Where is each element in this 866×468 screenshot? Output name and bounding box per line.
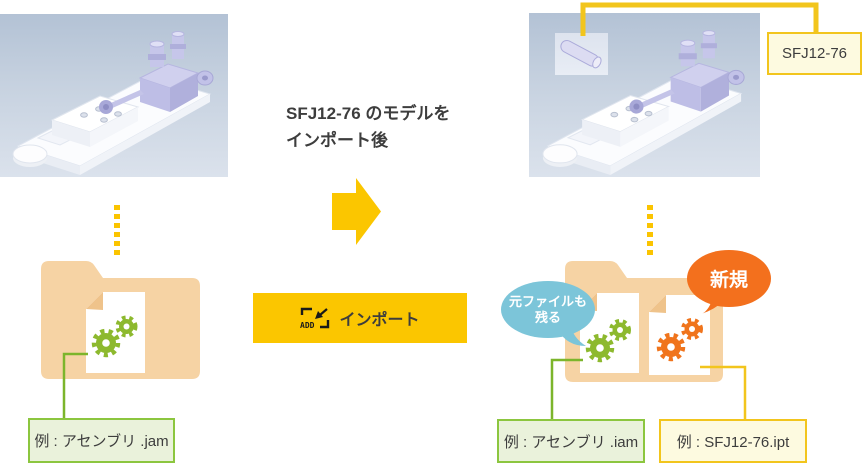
transform-arrow-icon <box>332 178 381 245</box>
caption-line1: SFJ12-76 のモデルを <box>286 104 451 123</box>
new-file-bubble: 新規 <box>687 250 771 307</box>
caption-line2: インポート後 <box>286 131 388 150</box>
ipt-file-label: 例 : SFJ12-76.ipt <box>659 419 807 463</box>
iam-label-connector <box>550 358 583 420</box>
gear-icon-new <box>656 318 703 362</box>
iam-file-label: 例 : アセンブリ .iam <box>497 419 645 463</box>
keep-bubble-line2: 残る <box>534 309 561 325</box>
cad-model-illustration <box>542 30 745 175</box>
keep-bubble-line1: 元ファイルも <box>508 293 587 309</box>
jam-file-label: 例 : アセンブリ .jam <box>28 418 175 463</box>
dotted-connector-before <box>114 205 120 258</box>
folder-before-icon <box>41 261 200 420</box>
cad-image-before <box>0 14 228 177</box>
dotted-connector-after <box>647 205 653 258</box>
part-callout-label: SFJ12-76 <box>767 32 862 75</box>
cad-model-illustration <box>12 31 214 175</box>
document-jam-icon <box>86 292 145 373</box>
new-bubble-label: 新規 <box>709 270 748 291</box>
import-icon-text: ADD <box>300 321 315 329</box>
caption: SFJ12-76 のモデルを インポート後 <box>286 100 450 154</box>
cylinder-part-icon <box>560 39 602 69</box>
gear-icon <box>91 315 138 358</box>
keep-original-bubble: 元ファイルも 残る <box>501 281 595 338</box>
import-add-icon: ADD <box>300 307 330 329</box>
document-fold <box>86 292 103 310</box>
jam-label-connector <box>62 352 88 420</box>
gear-icon <box>585 319 631 363</box>
import-button-label: インポート <box>339 312 420 329</box>
import-button[interactable]: ADD インポート <box>253 293 467 343</box>
imported-part-inset <box>555 33 608 75</box>
document-ipt-icon <box>649 295 710 375</box>
document-fold <box>649 295 666 313</box>
ipt-label-connector <box>700 365 747 420</box>
cad-image-after <box>529 13 760 177</box>
